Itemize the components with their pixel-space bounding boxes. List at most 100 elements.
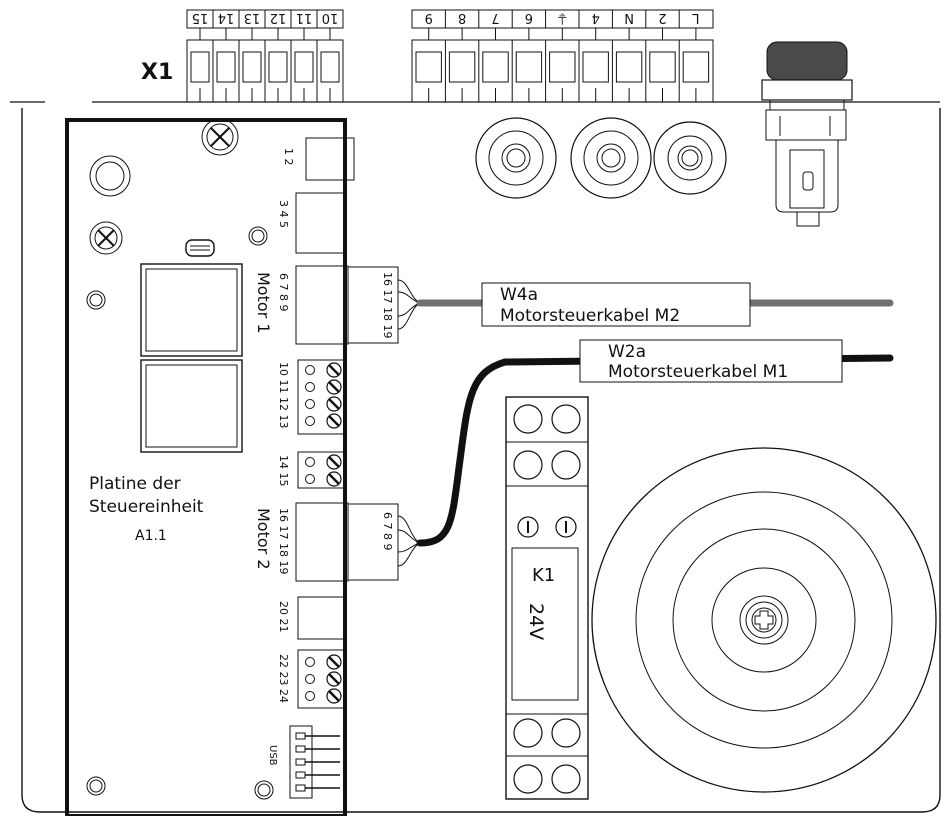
cable-w4a: W4a Motorsteuerkabel M2: [416, 282, 894, 327]
terminal-slot: [320, 51, 340, 83]
screw-cross-icon: [201, 118, 239, 156]
mounting-hole: [86, 776, 106, 796]
cable-glands: [475, 117, 727, 199]
terminal-hole: [305, 474, 315, 484]
mounting-hole: [89, 155, 131, 197]
connector-3-5: 3 4 5: [277, 192, 347, 254]
board-component-oval: [185, 239, 215, 257]
screw-terminal-10-13: 10 11 12 13: [277, 359, 347, 435]
motor-plug-1: 16 17 18 19: [347, 266, 421, 344]
connector-pin-label: 10 11 12 13: [277, 362, 290, 428]
relay-voltage: 24V: [525, 603, 547, 640]
screw-phillips-icon: [751, 607, 777, 633]
terminal-slot: [515, 51, 543, 83]
screw-cross-icon: [89, 221, 123, 255]
connector-pin-label: 20 21: [277, 601, 290, 633]
terminal-screw-icon: [326, 471, 342, 487]
connector-16-19: 16 17 18 19 Motor 2: [254, 502, 349, 582]
terminal-slot: [242, 51, 262, 83]
plug-pin-label: 16 17 18 19: [381, 272, 394, 338]
connector-6-9: 6 7 8 9 Motor 1: [254, 265, 349, 345]
relay-terminal: [513, 404, 543, 434]
terminal-label: N: [624, 10, 634, 25]
terminal-hole: [305, 416, 315, 426]
terminal-screw-icon: [326, 396, 342, 412]
terminal-slot: [448, 51, 476, 83]
connector-pin-label: 3 4 5: [277, 200, 290, 228]
terminal-slot: [582, 51, 609, 83]
terminal-screw-icon: [326, 362, 342, 378]
terminal-hole: [305, 399, 315, 409]
terminal-screw-icon: [326, 413, 342, 429]
terminal-label: 10: [322, 10, 339, 25]
mounting-hole: [86, 290, 106, 310]
relay-coil-screw-icon: [517, 516, 539, 538]
cable-w2a: W2a Motorsteuerkabel M1: [416, 339, 894, 547]
terminal-screw-icon: [326, 454, 342, 470]
terminal-label: 13: [244, 10, 261, 25]
mounting-hole: [248, 226, 268, 246]
mounting-hole: [254, 780, 274, 800]
terminal-slot: [415, 51, 442, 83]
cable-description: Motorsteuerkabel M2: [500, 306, 680, 326]
terminal-slot: [549, 51, 576, 83]
terminal-strip-label: X1: [141, 60, 173, 85]
terminal-slot: [682, 51, 710, 83]
usb-header: USB: [267, 725, 340, 799]
terminal-label: 2: [658, 10, 666, 25]
terminal-hole: [305, 691, 315, 701]
relay-k1: K1 24V: [505, 396, 589, 800]
cable-gland: [570, 117, 652, 199]
screw-terminal-14-15: 14 15: [277, 451, 347, 489]
terminal-label: ⏚: [556, 10, 569, 25]
cable-description: Motorsteuerkabel M1: [608, 362, 788, 382]
control-board: Platine der Steuereinheit A1.1 1 2 3 4 5…: [65, 118, 355, 816]
terminal-slot: [190, 51, 210, 83]
relay-terminal: [513, 450, 543, 480]
board-label-line2: Steuereinheit: [89, 497, 204, 517]
terminal-slot: [615, 51, 643, 83]
terminal-label: 15: [192, 10, 209, 25]
connector-pin-label: 22 23 24: [277, 654, 290, 703]
terminal-label: 9: [425, 10, 433, 25]
connector-pin-label: 16 17 18 19: [277, 508, 290, 574]
terminal-hole: [305, 674, 315, 684]
cable-id: W2a: [608, 342, 646, 362]
terminal-slot: [268, 51, 288, 83]
terminal-screw-icon: [326, 671, 342, 687]
board-relay: [140, 263, 243, 357]
usb-pin: [295, 771, 306, 779]
relay-terminal: [513, 764, 543, 794]
motor1-label: Motor 1: [254, 272, 273, 334]
cable-gland: [475, 117, 557, 199]
usb-pin: [295, 745, 306, 753]
motor-plug-2: 6 7 8 9: [347, 503, 421, 581]
relay-terminal: [551, 718, 581, 748]
terminal-hole: [305, 365, 315, 375]
terminal-label: 14: [218, 10, 235, 25]
fuse-holder: [761, 41, 853, 227]
terminal-slot: [482, 51, 509, 83]
terminal-label: 8: [458, 10, 466, 25]
motor2-label: Motor 2: [254, 508, 273, 570]
terminal-label: 7: [491, 10, 499, 25]
transformer: [591, 447, 937, 793]
terminal-hole: [305, 457, 315, 467]
terminal-hole: [305, 657, 315, 667]
usb-pin: [295, 758, 306, 766]
terminal-label: 6: [525, 10, 533, 25]
terminal-screw-icon: [326, 688, 342, 704]
screw-terminal-22-24: 22 23 24: [277, 649, 347, 709]
usb-pin: [295, 732, 306, 740]
relay-terminal: [551, 404, 581, 434]
connector-1-2: 1 2: [282, 137, 355, 181]
plug-pin-label: 6 7 8 9: [381, 512, 394, 550]
relay-coil-screw-icon: [555, 516, 577, 538]
relay-terminal: [513, 718, 543, 748]
relay-id: K1: [532, 565, 555, 586]
terminal-label: 12: [270, 10, 287, 25]
board-label-line1: Platine der: [89, 474, 181, 494]
